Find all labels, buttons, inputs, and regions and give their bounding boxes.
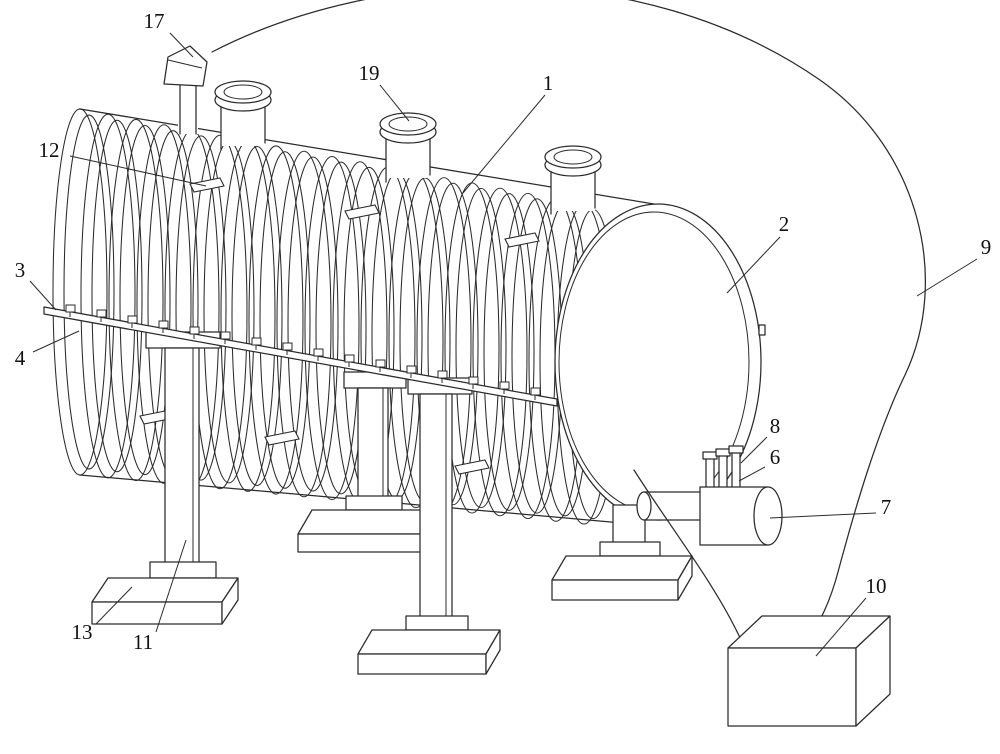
rib <box>304 155 367 501</box>
leader-12 <box>69 155 207 187</box>
leg-foot <box>149 561 217 579</box>
callout-label-13: 13 <box>72 620 93 644</box>
end-cap-outer <box>554 203 762 521</box>
leg-foot <box>345 495 403 511</box>
shaft <box>643 491 703 521</box>
leader-7 <box>769 512 877 519</box>
box-side <box>855 615 891 727</box>
end-cap-fitting <box>758 324 766 336</box>
rib <box>108 118 171 482</box>
fittings <box>702 445 744 491</box>
nozzle-3 <box>544 145 602 215</box>
callout-label-12: 12 <box>39 138 60 162</box>
leader-13 <box>95 586 133 625</box>
cable-lower <box>633 469 743 643</box>
leader-17 <box>169 32 194 58</box>
leader-9 <box>916 258 978 297</box>
rib <box>276 150 339 498</box>
callout-label-2: 2 <box>779 212 790 236</box>
base-plate-top <box>91 577 239 603</box>
support-leg-center-front <box>357 377 501 675</box>
front-rail <box>43 304 558 407</box>
vent-pipe <box>163 45 208 135</box>
support-leg-middle-rear <box>297 371 443 553</box>
motor-assembly <box>636 445 783 546</box>
leader-3 <box>29 280 57 311</box>
fitting-cap <box>702 451 718 460</box>
callout-label-10: 10 <box>866 574 887 598</box>
support-leg-left <box>91 331 239 625</box>
motor-end <box>753 486 783 546</box>
leader-6 <box>738 466 766 482</box>
leader-2 <box>726 236 781 294</box>
callout-label-9: 9 <box>981 235 992 259</box>
base-plate-side <box>677 555 693 601</box>
leader-1 <box>462 94 546 194</box>
vent-cap <box>163 45 208 87</box>
callout-label-17: 17 <box>144 9 165 33</box>
leg-column <box>164 347 200 565</box>
shaft-end <box>636 491 652 521</box>
control-box <box>727 615 891 727</box>
callout-label-1: 1 <box>543 71 554 95</box>
leader-19 <box>379 84 410 122</box>
rib <box>80 113 143 479</box>
leader-8 <box>740 436 768 464</box>
base-plate-side <box>221 577 239 625</box>
shell-tab <box>454 459 490 475</box>
box-front <box>727 647 857 727</box>
callout-label-8: 8 <box>770 414 781 438</box>
base-plate-front <box>297 533 429 553</box>
shell-tab <box>344 204 380 220</box>
leader-10 <box>815 597 867 657</box>
callout-labels: 17 19 1 12 2 9 3 4 8 6 7 10 13 11 <box>15 9 992 654</box>
leader-4 <box>32 330 80 353</box>
callout-leaders <box>29 32 978 657</box>
fitting-pin <box>718 454 728 491</box>
callout-label-11: 11 <box>133 630 153 654</box>
callout-label-3: 3 <box>15 258 26 282</box>
support-leg-right <box>551 504 693 601</box>
cable-loop <box>211 0 926 641</box>
fitting-cap <box>715 448 731 457</box>
callout-label-19: 19 <box>359 61 380 85</box>
fitting-pin <box>731 451 741 491</box>
callout-label-6: 6 <box>770 445 781 469</box>
callout-label-7: 7 <box>881 495 892 519</box>
fitting-pin <box>705 457 715 491</box>
base-plate-front <box>91 601 223 625</box>
leg-foot <box>405 615 469 631</box>
leader-11 <box>155 539 187 633</box>
base-plate-front <box>551 579 679 601</box>
nozzle-1 <box>214 80 272 151</box>
base-plate-top <box>357 629 501 655</box>
rail-bar <box>43 306 558 407</box>
base-plate-top <box>551 555 693 581</box>
shell-tab <box>264 430 300 446</box>
leg-column <box>419 393 453 619</box>
nozzle-2 <box>379 112 437 183</box>
leg-foot <box>599 541 661 557</box>
base-plate-front <box>357 653 487 675</box>
base-plate-side <box>485 629 501 675</box>
callout-label-4: 4 <box>15 346 26 370</box>
fitting-cap <box>728 445 744 454</box>
